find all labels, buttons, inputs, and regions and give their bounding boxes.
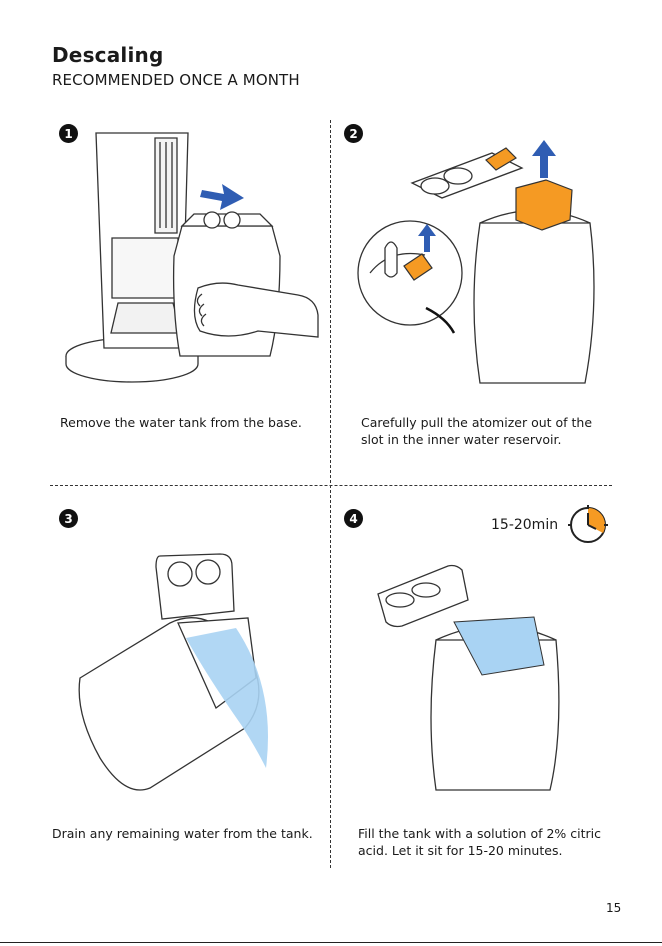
step-4-caption: Fill the tank with a solution of 2% citr… xyxy=(358,825,608,859)
timer-label: 15-20min xyxy=(491,517,558,533)
page-subtitle: RECOMMENDED ONCE A MONTH xyxy=(52,71,300,89)
step-4-illustration xyxy=(374,560,574,795)
step-3-illustration xyxy=(78,548,278,794)
page-number: 15 xyxy=(606,901,621,915)
step-1-caption: Remove the water tank from the base. xyxy=(60,414,320,431)
step-4-number: 4 xyxy=(344,509,363,528)
horizontal-divider xyxy=(50,485,612,486)
step-3-caption: Drain any remaining water from the tank. xyxy=(52,825,322,842)
clock-icon xyxy=(567,504,609,546)
vertical-divider xyxy=(330,120,331,868)
step-1-illustration xyxy=(60,128,320,393)
bottom-rule xyxy=(0,942,662,943)
step-2-caption: Carefully pull the atomizer out of the s… xyxy=(361,414,601,448)
step-2-illustration xyxy=(340,128,615,393)
step-3-number: 3 xyxy=(59,509,78,528)
page-title: Descaling xyxy=(52,43,164,67)
